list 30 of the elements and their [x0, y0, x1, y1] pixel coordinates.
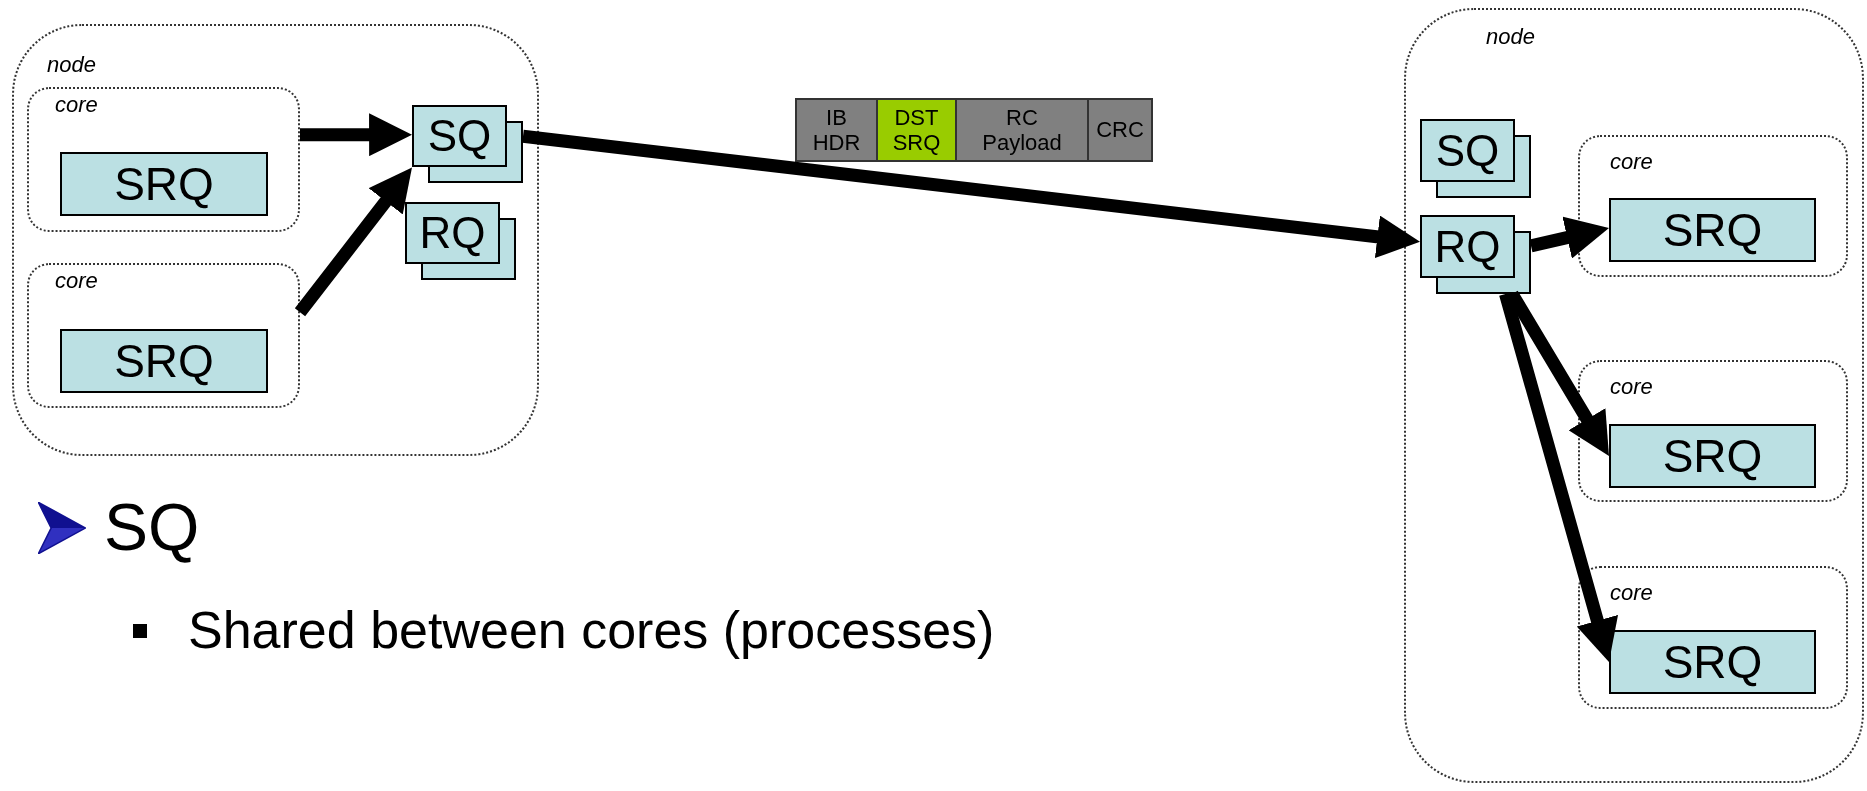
core-container [1578, 135, 1848, 277]
group-caption: core [1610, 582, 1653, 604]
packet-field: CRC [1087, 98, 1153, 162]
stacked-queue-box: SQ [412, 105, 523, 183]
core-container [27, 87, 300, 232]
queue-box: SRQ [1609, 424, 1816, 488]
group-caption: core [55, 270, 98, 292]
group-caption: core [1610, 376, 1653, 398]
node-container [12, 24, 539, 456]
node-container [1404, 8, 1864, 783]
core-container [1578, 360, 1848, 502]
group-caption: core [1610, 151, 1653, 173]
arrow [299, 113, 413, 157]
queue-box: SRQ [1609, 630, 1816, 694]
packet-field: IB HDR [795, 98, 878, 162]
group-caption: core [55, 94, 98, 116]
core-container [1578, 566, 1848, 709]
queue-box: SRQ [60, 329, 268, 393]
arrow [1499, 292, 1619, 664]
group-caption: node [1486, 26, 1535, 48]
stacked-queue-box: RQ [1420, 215, 1531, 294]
packet-field: DST SRQ [876, 98, 957, 162]
arrow [522, 129, 1421, 259]
group-caption: node [47, 54, 96, 76]
packet-field: RC Payload [955, 98, 1089, 162]
stacked-queue-box: SQ [1420, 119, 1531, 198]
core-container [27, 263, 300, 408]
queue-box: SRQ [1609, 198, 1816, 262]
queue-box: SRQ [60, 152, 268, 216]
stacked-queue-box: RQ [405, 202, 516, 280]
